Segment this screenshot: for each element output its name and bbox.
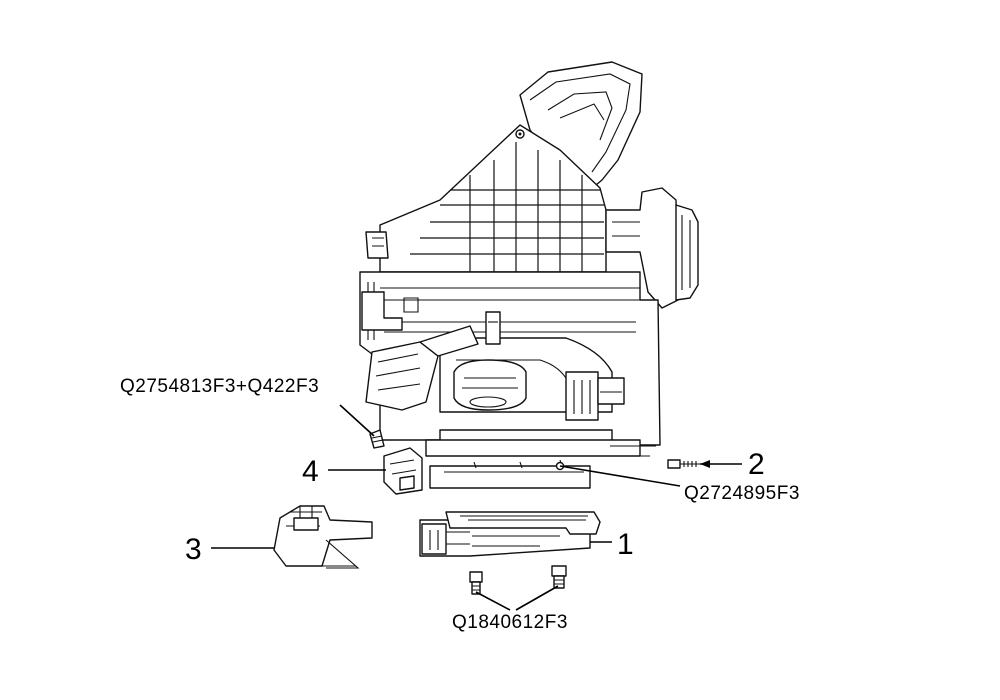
part-number-q1840612f3: Q1840612F3: [452, 612, 568, 633]
hvac-housing-assembly: [359, 61, 699, 457]
callout-3: 3: [185, 533, 202, 566]
callout-2: 2: [748, 448, 765, 481]
part-4-bracket: [369, 429, 423, 495]
callout-4: 4: [302, 455, 319, 488]
part-number-q2724895f3: Q2724895F3: [684, 483, 800, 504]
leader-lines: [211, 404, 742, 611]
part-1-bottom-cover: [419, 459, 601, 557]
part-3-actuator: [273, 505, 373, 569]
filter-grid: [410, 142, 604, 272]
part-number-q2754813f3-q422f3: Q2754813F3+Q422F3: [120, 376, 319, 397]
callout-1: 1: [617, 528, 634, 561]
